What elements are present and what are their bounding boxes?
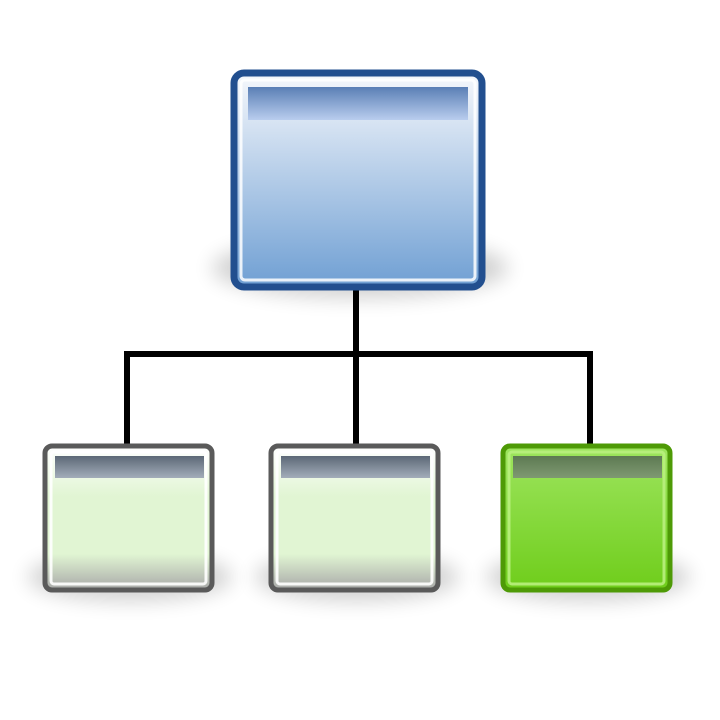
child-window-center-frame bbox=[268, 443, 441, 593]
child-window-left-frame bbox=[42, 443, 215, 593]
child-window-left bbox=[42, 443, 215, 593]
child-window-right bbox=[500, 443, 673, 593]
child-window-right-frame bbox=[500, 443, 673, 593]
connector-lines bbox=[124, 285, 593, 447]
child-window-right-inner-highlight bbox=[507, 450, 666, 586]
root-window-frame bbox=[230, 69, 486, 291]
child-window-left-titlebar bbox=[55, 456, 204, 478]
child-window-left-inner-highlight bbox=[49, 450, 208, 586]
child-window-center bbox=[268, 443, 441, 593]
child-window-center-titlebar bbox=[281, 456, 430, 478]
root-window-titlebar bbox=[248, 87, 468, 120]
child-window-center-inner-highlight bbox=[275, 450, 434, 586]
root-window bbox=[230, 69, 486, 291]
root-window-inner-highlight bbox=[239, 78, 477, 282]
child-window-right-titlebar bbox=[513, 456, 662, 478]
